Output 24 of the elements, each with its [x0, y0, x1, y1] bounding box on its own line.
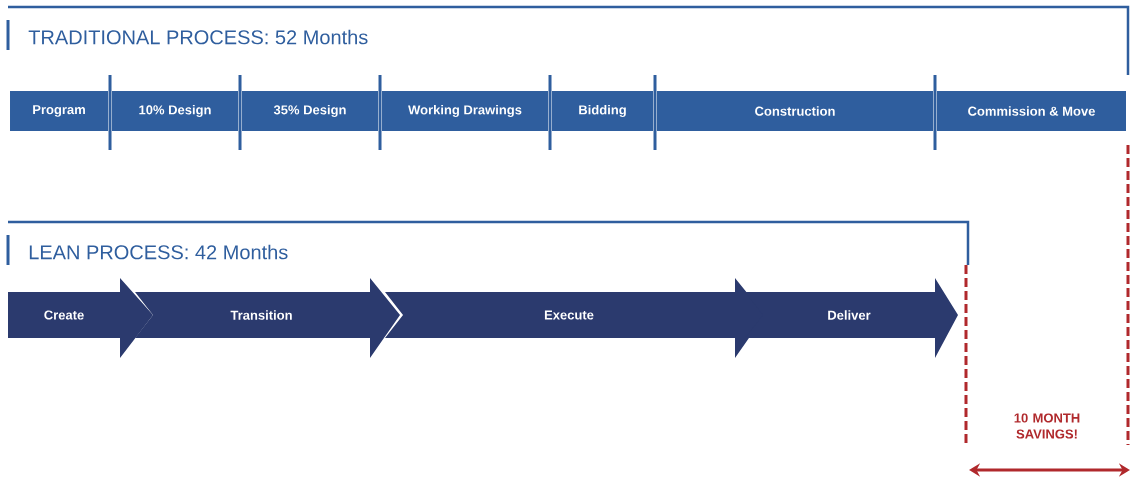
node-label: Deliver: [828, 310, 871, 320]
heading-frame: LEAN PROCESS: 42 Months: [6, 220, 970, 265]
node-label: Working Drawings: [408, 104, 522, 118]
phase-bar: 35% Design: [242, 91, 378, 131]
node-label: Execute: [544, 310, 594, 320]
savings-label: 10 MONTH SAVINGS!: [1014, 413, 1080, 439]
node-label: 35% Design: [273, 104, 346, 118]
phase-bar: Construction: [657, 91, 933, 131]
heading-frame: TRADITIONAL PROCESS: 52 Months: [6, 5, 1130, 75]
node-label: Create: [44, 310, 84, 320]
chevron-step: Deliver: [745, 278, 958, 358]
phase-bar: Commission & Move: [937, 91, 1126, 131]
node-label: Bidding: [579, 104, 626, 118]
node-label: Commission & Move: [968, 106, 1095, 116]
node-label: Program: [33, 105, 85, 117]
phase-bar: Bidding: [552, 91, 653, 131]
phase-bar: Working Drawings: [382, 91, 548, 131]
chevron-step: Create: [8, 278, 153, 358]
phase-bar: 10% Design: [112, 91, 238, 131]
node-label: Construction: [755, 106, 835, 116]
chevron-step: Execute: [385, 278, 765, 358]
node-label: 10% Design: [139, 104, 211, 118]
chevron-step: Transition: [135, 278, 400, 358]
phase-bar: Program: [10, 91, 108, 131]
